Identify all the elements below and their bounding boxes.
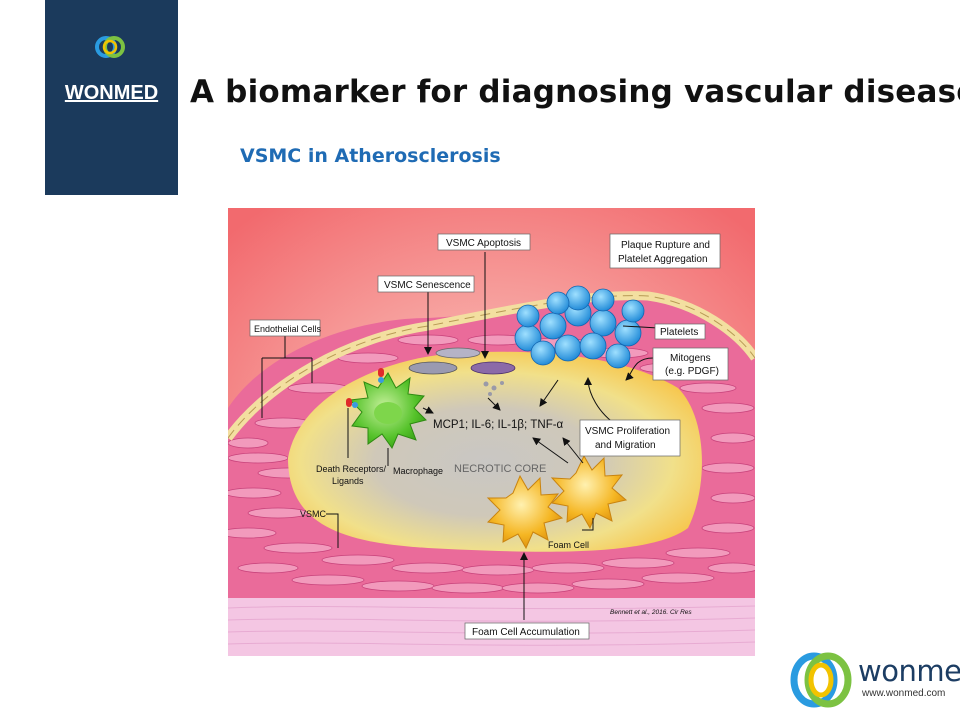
label-foam-cell: Foam Cell <box>548 540 589 550</box>
page-title: A biomarker for diagnosing vascular dise… <box>190 74 960 110</box>
label-vsmc-proliferation-line1: VSMC Proliferation <box>585 426 670 437</box>
citation: Bennett et al., 2016. Cir Res <box>610 609 692 616</box>
label-necrotic-core: NECROTIC CORE <box>454 463 546 475</box>
label-death-receptors-line1: Death Receptors/ <box>316 464 387 474</box>
label-plaque-rupture-line1: Plaque Rupture and <box>621 240 710 251</box>
platelets-cluster <box>514 285 645 369</box>
diagram-svg: VSMC Apoptosis Plaque Rupture and Platel… <box>228 208 755 656</box>
label-vsmc-apoptosis: VSMC Apoptosis <box>446 238 521 249</box>
brand-rings-icon <box>95 36 125 58</box>
label-vsmc-proliferation-line2: and Migration <box>595 440 656 451</box>
label-mitogens-line2: (e.g. PDGF) <box>665 366 719 377</box>
adventitia-fibers <box>228 605 755 646</box>
macrophage <box>346 368 427 450</box>
label-macrophage: Macrophage <box>393 466 443 476</box>
page-subtitle: VSMC in Atherosclerosis <box>240 145 501 167</box>
atherosclerosis-diagram: VSMC Apoptosis Plaque Rupture and Platel… <box>228 208 755 656</box>
foam-cells <box>486 454 628 550</box>
apoptotic-vsmc <box>470 361 516 375</box>
logo-word: wonmed <box>858 654 960 688</box>
label-endothelial-cells: Endothelial Cells <box>254 324 322 334</box>
label-plaque-rupture-line2: Platelet Aggregation <box>618 254 708 265</box>
label-vsmc: VSMC <box>300 509 327 519</box>
wonmed-logo-rings-icon <box>790 652 852 708</box>
senescent-vsmc <box>408 361 458 375</box>
label-death-receptors-line2: Ligands <box>332 476 364 486</box>
wonmed-logo: wonmed www.wonmed.com <box>790 650 960 710</box>
label-mitogens-line1: Mitogens <box>670 353 711 364</box>
label-cytokines: MCP1; IL-6; IL-1β; TNF-α <box>433 419 564 431</box>
brand-name: WONMED <box>64 82 159 104</box>
label-foam-accumulation: Foam Cell Accumulation <box>472 627 580 638</box>
brand-panel: WONMED <box>45 0 178 195</box>
apoptotic-bodies <box>483 381 504 396</box>
logo-url: www.wonmed.com <box>862 688 946 699</box>
label-vsmc-senescence: VSMC Senescence <box>384 280 471 291</box>
label-platelets: Platelets <box>660 327 698 338</box>
